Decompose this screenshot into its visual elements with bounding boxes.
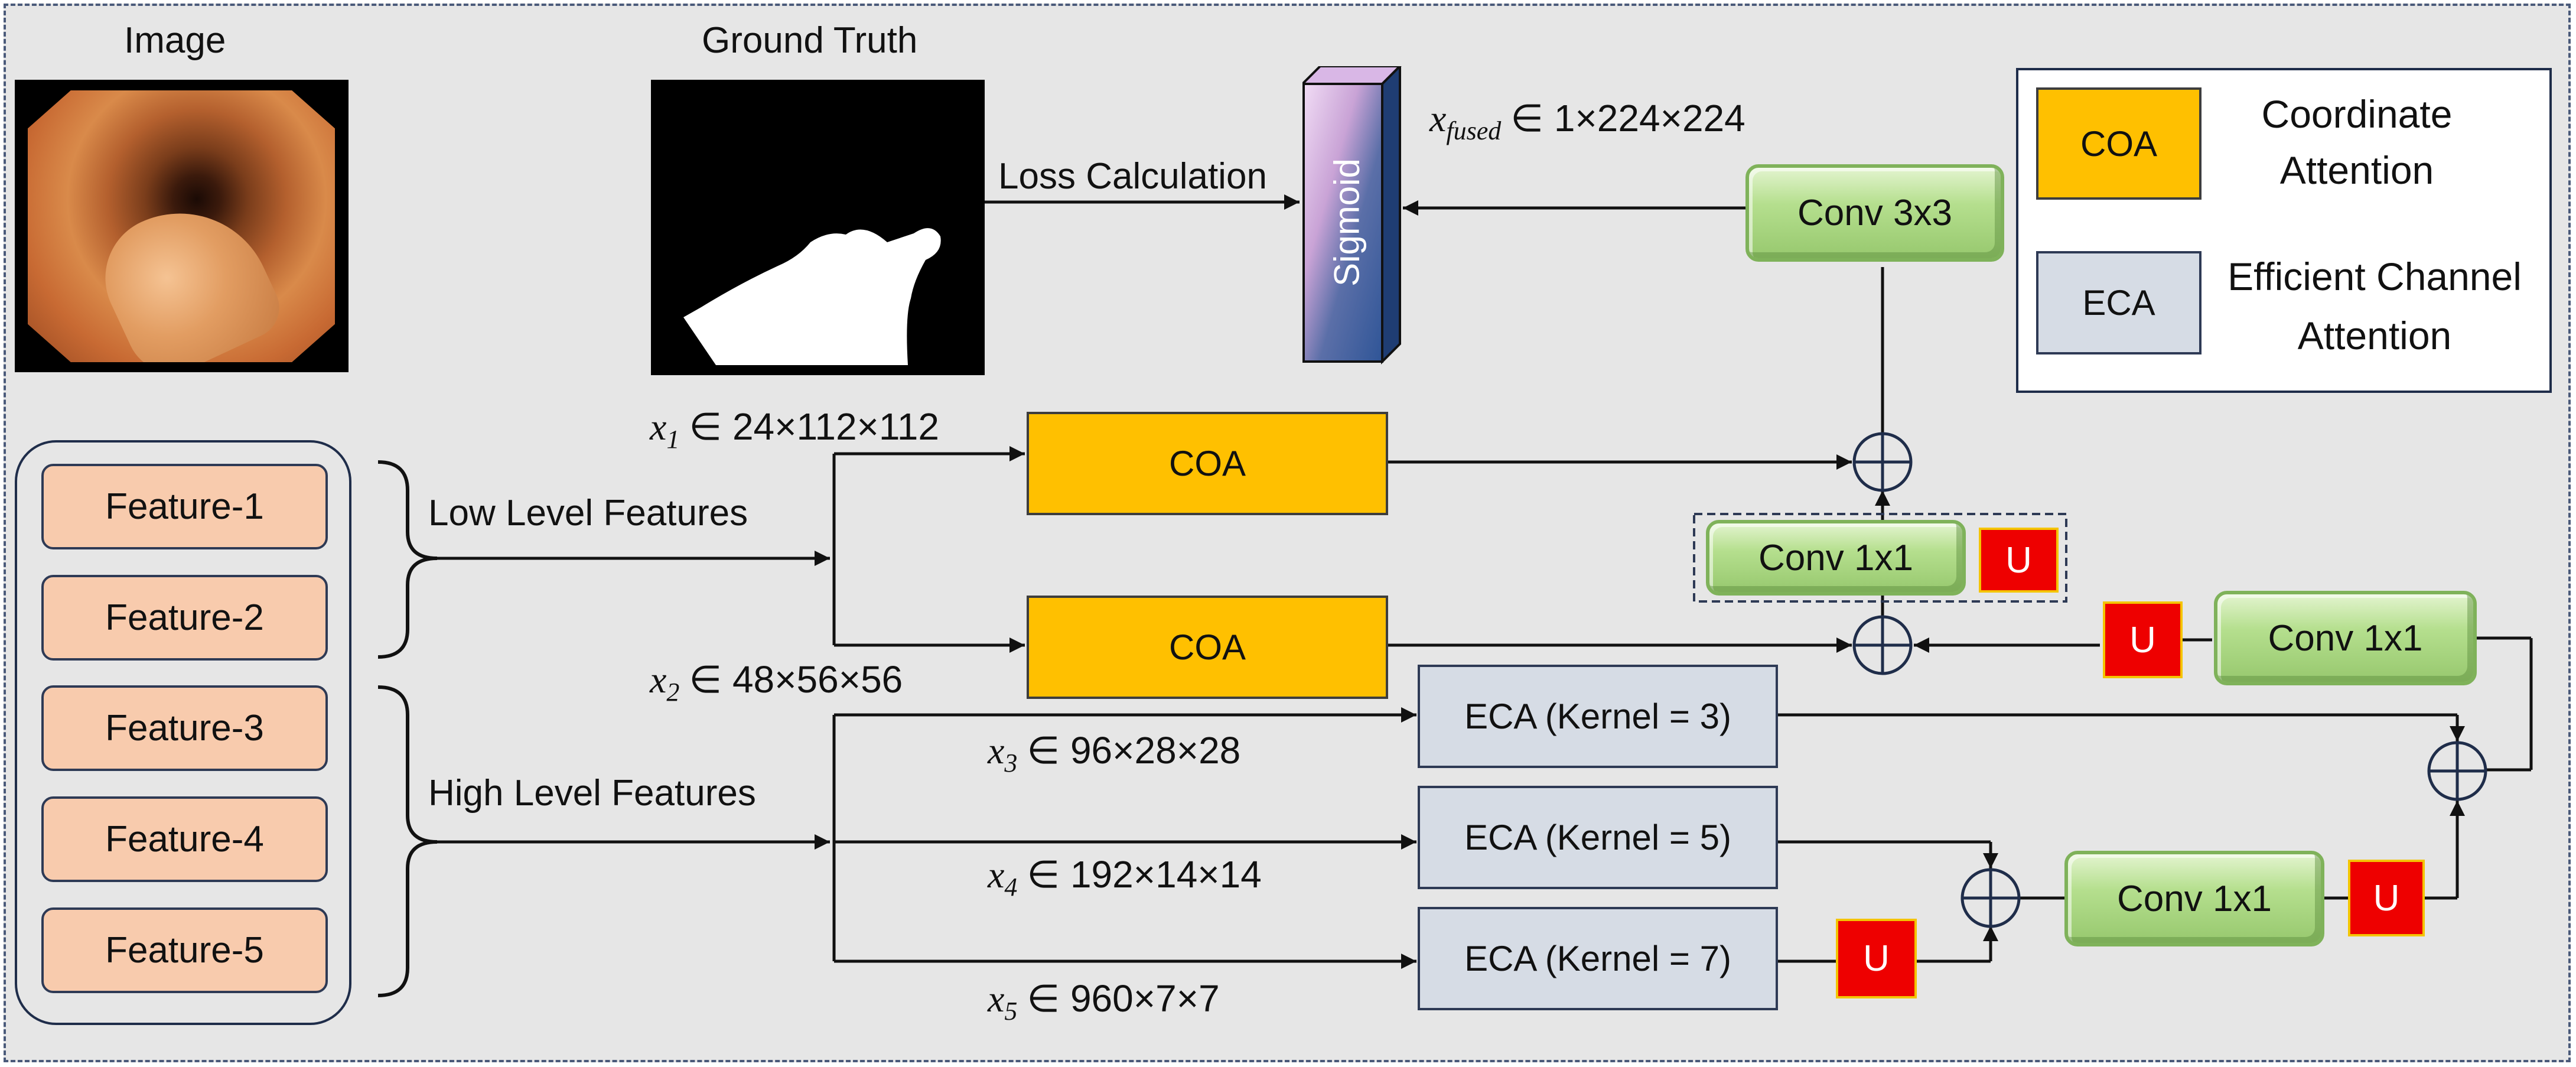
legend-eca-text-1: Efficient Channel xyxy=(2227,255,2522,298)
low-level-features-label: Low Level Features xyxy=(428,493,748,534)
feature-stack xyxy=(15,440,351,1025)
ground-truth-mask xyxy=(651,80,985,375)
eca-kernel-3-block: ECA (Kernel = 3) xyxy=(1418,665,1778,768)
sum-nodes xyxy=(1852,432,2487,928)
loss-calculation-label: Loss Calculation xyxy=(998,156,1267,197)
upsample-bottom-left: U xyxy=(1836,919,1917,998)
feature-1-box: Feature-1 xyxy=(41,464,328,549)
legend-coa-text-2: Attention xyxy=(2279,148,2434,192)
low-level-bracket xyxy=(377,460,438,659)
image-title: Image xyxy=(124,20,226,61)
upsample-top: U xyxy=(1979,528,2059,593)
ground-truth-title: Ground Truth xyxy=(702,20,918,61)
sigmoid-block: Sigmoid xyxy=(1300,63,1403,365)
eca-kernel-5-block: ECA (Kernel = 5) xyxy=(1418,786,1778,889)
feature-3-box: Feature-3 xyxy=(41,685,328,771)
endoscopy-image xyxy=(15,80,349,372)
upsample-right: U xyxy=(2103,601,2183,678)
legend-eca-swatch: ECA xyxy=(2036,251,2202,354)
high-level-features-label: High Level Features xyxy=(428,773,756,814)
eca-kernel-7-block: ECA (Kernel = 7) xyxy=(1418,907,1778,1010)
conv1x1-right-block: Conv 1x1 xyxy=(2214,591,2477,685)
conv1x1-top-block: Conv 1x1 xyxy=(1706,520,1966,596)
legend-coa-swatch: COA xyxy=(2036,87,2202,200)
fused-output-label: xfused ∈ 1×224×224 xyxy=(1429,97,1745,145)
conv1x1-bottom-block: Conv 1x1 xyxy=(2064,851,2324,946)
legend-eca-text-2: Attention xyxy=(2297,314,2452,357)
feature-2-box: Feature-2 xyxy=(41,575,328,661)
x5-shape-label: x5 ∈ 960×7×7 xyxy=(988,977,1220,1026)
coa-block-1: COA xyxy=(1027,412,1388,515)
x3-shape-label: x3 ∈ 96×28×28 xyxy=(988,729,1241,778)
feature-4-box: Feature-4 xyxy=(41,796,328,882)
feature-5-box: Feature-5 xyxy=(41,907,328,993)
high-level-bracket xyxy=(377,685,438,997)
x1-shape-label: x1 ∈ 24×112×112 xyxy=(650,405,939,454)
sigmoid-label: Sigmoid xyxy=(1327,158,1367,287)
x2-shape-label: x2 ∈ 48×56×56 xyxy=(650,658,903,707)
conv3x3-block: Conv 3x3 xyxy=(1745,164,2004,262)
coa-block-2: COA xyxy=(1027,596,1388,699)
x4-shape-label: x4 ∈ 192×14×14 xyxy=(988,853,1262,902)
upsample-bottom-right: U xyxy=(2348,860,2425,936)
conv-upsample-group xyxy=(1693,513,2067,603)
legend-coa-text-1: Coordinate xyxy=(2261,92,2453,136)
